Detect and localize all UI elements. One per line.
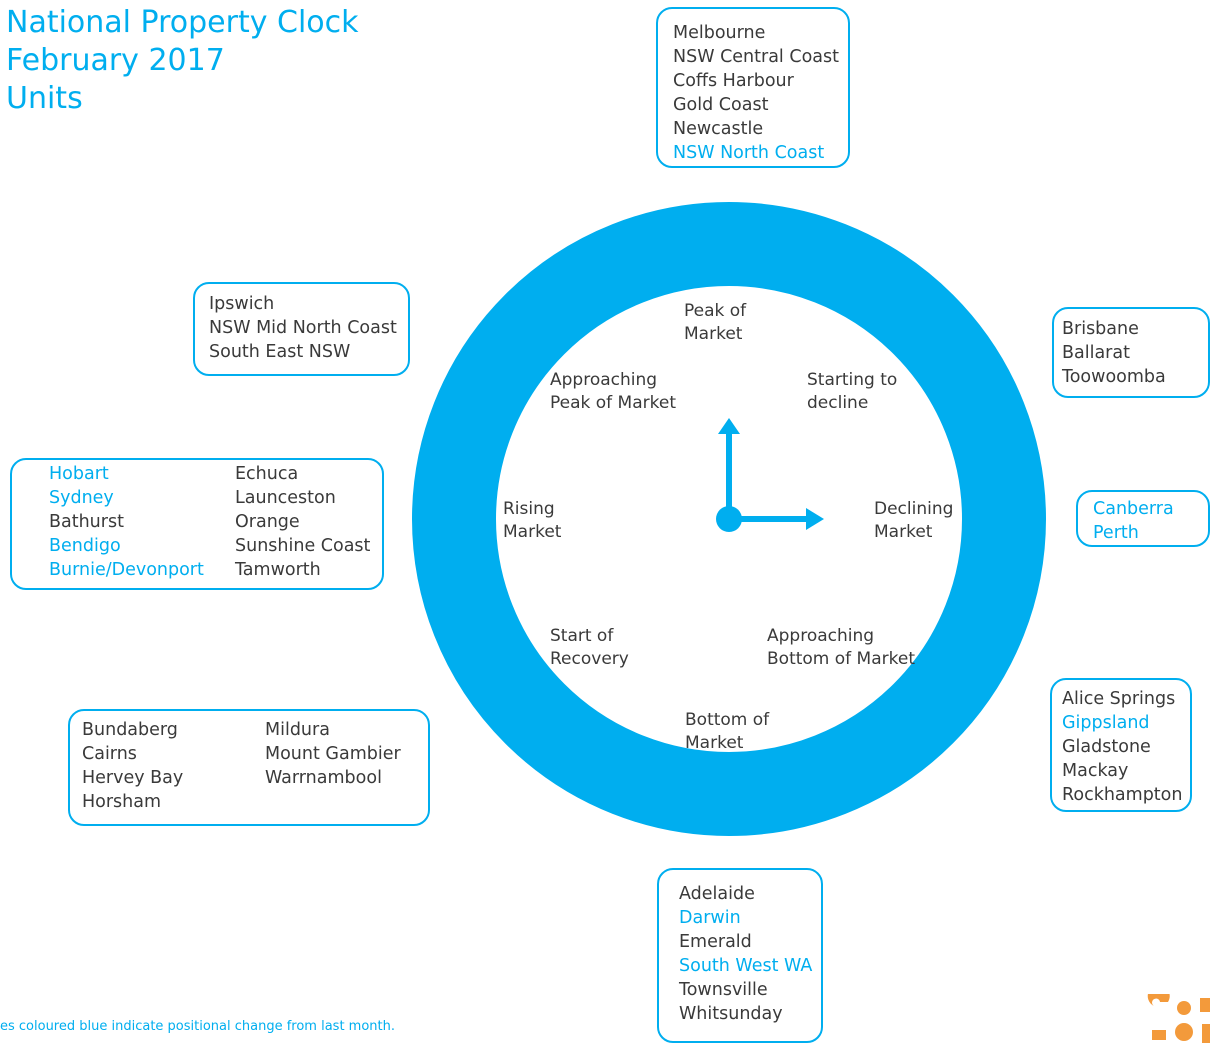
- phase-label-approaching-bottom: Approaching Bottom of Market: [767, 625, 915, 671]
- phase-label-line: Market: [503, 522, 562, 542]
- location-item: Alice Springs: [1062, 689, 1176, 709]
- location-item: Burnie/Devonport: [49, 560, 204, 580]
- phase-label-line: Market: [874, 522, 933, 542]
- location-item: Hobart: [49, 464, 109, 484]
- phase-label-line: Bottom of: [685, 710, 770, 730]
- clock-hands-icon: [718, 418, 824, 530]
- location-item: Warrnambool: [265, 768, 382, 788]
- location-item: Sydney: [49, 488, 114, 508]
- location-item: Melbourne: [673, 23, 766, 43]
- location-item: Tamworth: [235, 560, 321, 580]
- phase-label-starting-decline: Starting to decline: [807, 369, 897, 415]
- location-item: Townsville: [679, 980, 768, 1000]
- company-logo-icon: [1147, 994, 1210, 1043]
- location-item: Bendigo: [49, 536, 121, 556]
- location-item: Ballarat: [1062, 343, 1130, 363]
- location-item: NSW Central Coast: [673, 47, 839, 67]
- location-item: Launceston: [235, 488, 336, 508]
- page-title: National Property Clock February 2017 Un…: [6, 4, 359, 118]
- phase-label-bottom: Bottom of Market: [685, 709, 769, 755]
- location-item: Newcastle: [673, 119, 764, 139]
- location-item: Bundaberg: [82, 720, 178, 740]
- phase-label-rising: Rising Market: [503, 498, 561, 544]
- phase-label-line: Approaching: [550, 370, 658, 390]
- location-item: Horsham: [82, 792, 162, 812]
- location-item: Gold Coast: [673, 95, 769, 115]
- phase-label-line: Recovery: [550, 649, 629, 669]
- phase-label-start-recovery: Start of Recovery: [550, 625, 629, 671]
- location-item: Mackay: [1062, 761, 1129, 781]
- phase-label-line: Starting to: [807, 370, 898, 390]
- location-item: Sunshine Coast: [235, 536, 371, 556]
- phase-label-approaching-peak: Approaching Peak of Market: [550, 369, 676, 415]
- location-item: Canberra: [1093, 499, 1174, 519]
- phase-label-declining: Declining Market: [874, 498, 953, 544]
- phase-label-line: decline: [807, 393, 869, 413]
- location-item: Brisbane: [1062, 319, 1139, 339]
- location-item: NSW Mid North Coast: [209, 318, 397, 338]
- location-item: Adelaide: [679, 884, 755, 904]
- location-item: Hervey Bay: [82, 768, 184, 788]
- location-item: Darwin: [679, 908, 741, 928]
- location-item: Perth: [1093, 523, 1139, 543]
- location-item: Rockhampton: [1062, 785, 1183, 805]
- location-item: NSW North Coast: [673, 143, 825, 163]
- phase-label-line: Approaching: [767, 626, 875, 646]
- location-item: South East NSW: [209, 342, 351, 362]
- title-line-1: National Property Clock: [6, 5, 359, 40]
- phase-label-line: Start of: [550, 626, 614, 646]
- location-item: Emerald: [679, 932, 752, 952]
- location-item: Echuca: [235, 464, 299, 484]
- phase-label-line: Declining: [874, 499, 954, 519]
- location-item: Gladstone: [1062, 737, 1151, 757]
- location-item: South West WA: [679, 956, 813, 976]
- title-line-3: Units: [6, 81, 83, 116]
- location-item: Coffs Harbour: [673, 71, 794, 91]
- title-line-2: February 2017: [6, 43, 225, 78]
- phase-label-peak: Peak of Market: [684, 300, 746, 346]
- phase-label-line: Market: [685, 733, 744, 753]
- footnote: es coloured blue indicate positional cha…: [0, 1019, 396, 1034]
- location-item: Ipswich: [209, 294, 275, 314]
- location-item: Cairns: [82, 744, 137, 764]
- location-item: Gippsland: [1062, 713, 1150, 733]
- location-item: Bathurst: [49, 512, 124, 532]
- clock-hub: [716, 506, 742, 532]
- location-item: Whitsunday: [679, 1004, 783, 1024]
- location-item: Mount Gambier: [265, 744, 401, 764]
- phase-label-line: Peak of Market: [550, 393, 676, 413]
- location-item: Toowoomba: [1062, 367, 1166, 387]
- phase-label-line: Peak of: [684, 301, 747, 321]
- phase-label-line: Market: [684, 324, 743, 344]
- phase-label-line: Bottom of Market: [767, 649, 915, 669]
- location-item: Orange: [235, 512, 300, 532]
- phase-label-line: Rising: [503, 499, 555, 519]
- location-item: Mildura: [265, 720, 330, 740]
